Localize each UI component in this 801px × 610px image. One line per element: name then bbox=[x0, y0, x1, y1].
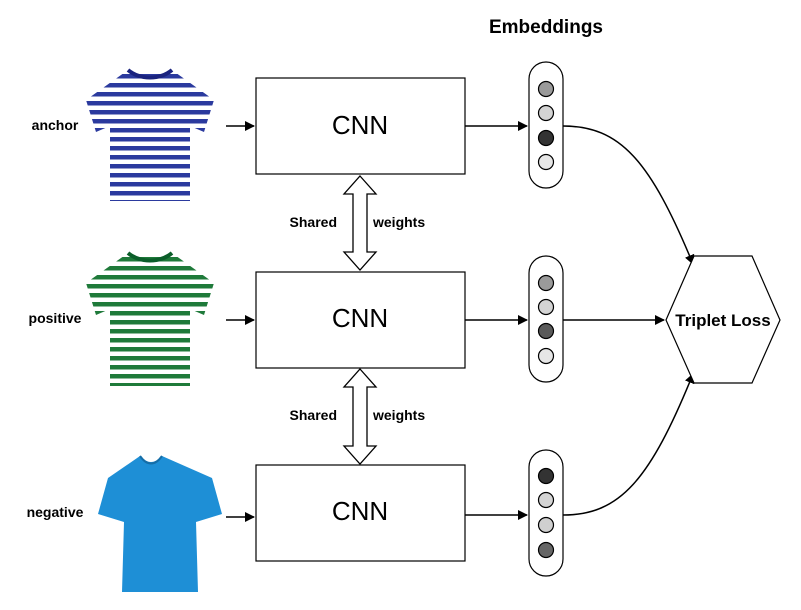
embedding-capsule-negative bbox=[528, 449, 564, 577]
embedding-dot-anchor-1 bbox=[537, 80, 555, 98]
positive-row: positive CNN bbox=[29, 251, 564, 386]
negative-row: negative CNN bbox=[27, 449, 564, 592]
row-label-anchor: anchor bbox=[32, 117, 79, 133]
weights-label-1: weights bbox=[372, 214, 425, 230]
embedding-capsule-anchor bbox=[528, 61, 564, 189]
cnn-label-positive: CNN bbox=[332, 303, 388, 333]
triplet-loss-label: Triplet Loss bbox=[675, 311, 770, 330]
weights-label-2: weights bbox=[372, 407, 425, 423]
embedding-capsule-positive bbox=[528, 255, 564, 383]
embedding-dot-anchor-2 bbox=[537, 104, 555, 122]
embedding-dot-anchor-3 bbox=[537, 129, 555, 147]
cnn-box-anchor bbox=[255, 77, 466, 175]
cnn-label-negative: CNN bbox=[332, 496, 388, 526]
shared-weights-arrow-2: Shared weights bbox=[290, 368, 425, 465]
cnn-label-anchor: CNN bbox=[332, 110, 388, 140]
embedding-dot-negative-4 bbox=[537, 541, 555, 559]
embedding-dot-positive-2 bbox=[537, 298, 555, 316]
shared-label-1: Shared bbox=[290, 214, 337, 230]
embedding-dot-positive-1 bbox=[537, 274, 555, 292]
negative-shirt-image bbox=[98, 455, 222, 592]
triplet-loss-node: Triplet Loss bbox=[665, 255, 781, 384]
negative-to-loss-arrow bbox=[562, 373, 695, 516]
cnn-box-positive bbox=[255, 271, 466, 369]
embedding-dot-negative-1 bbox=[537, 467, 555, 485]
embedding-dot-anchor-4 bbox=[537, 153, 555, 171]
embeddings-title: Embeddings bbox=[489, 17, 603, 38]
embedding-dot-negative-2 bbox=[537, 491, 555, 509]
anchor-to-loss-arrow bbox=[562, 125, 695, 265]
anchor-shirt-image bbox=[86, 68, 214, 201]
cnn-box-negative bbox=[255, 464, 466, 562]
embedding-dot-negative-3 bbox=[537, 516, 555, 534]
row-label-negative: negative bbox=[27, 504, 84, 520]
embedding-dot-positive-4 bbox=[537, 347, 555, 365]
anchor-row: anchor CNN bbox=[32, 61, 564, 201]
positive-shirt-image bbox=[86, 251, 214, 386]
shared-label-2: Shared bbox=[290, 407, 337, 423]
embedding-dot-positive-3 bbox=[537, 322, 555, 340]
shared-weights-arrow-1: Shared weights bbox=[290, 175, 425, 271]
row-label-positive: positive bbox=[29, 310, 82, 326]
